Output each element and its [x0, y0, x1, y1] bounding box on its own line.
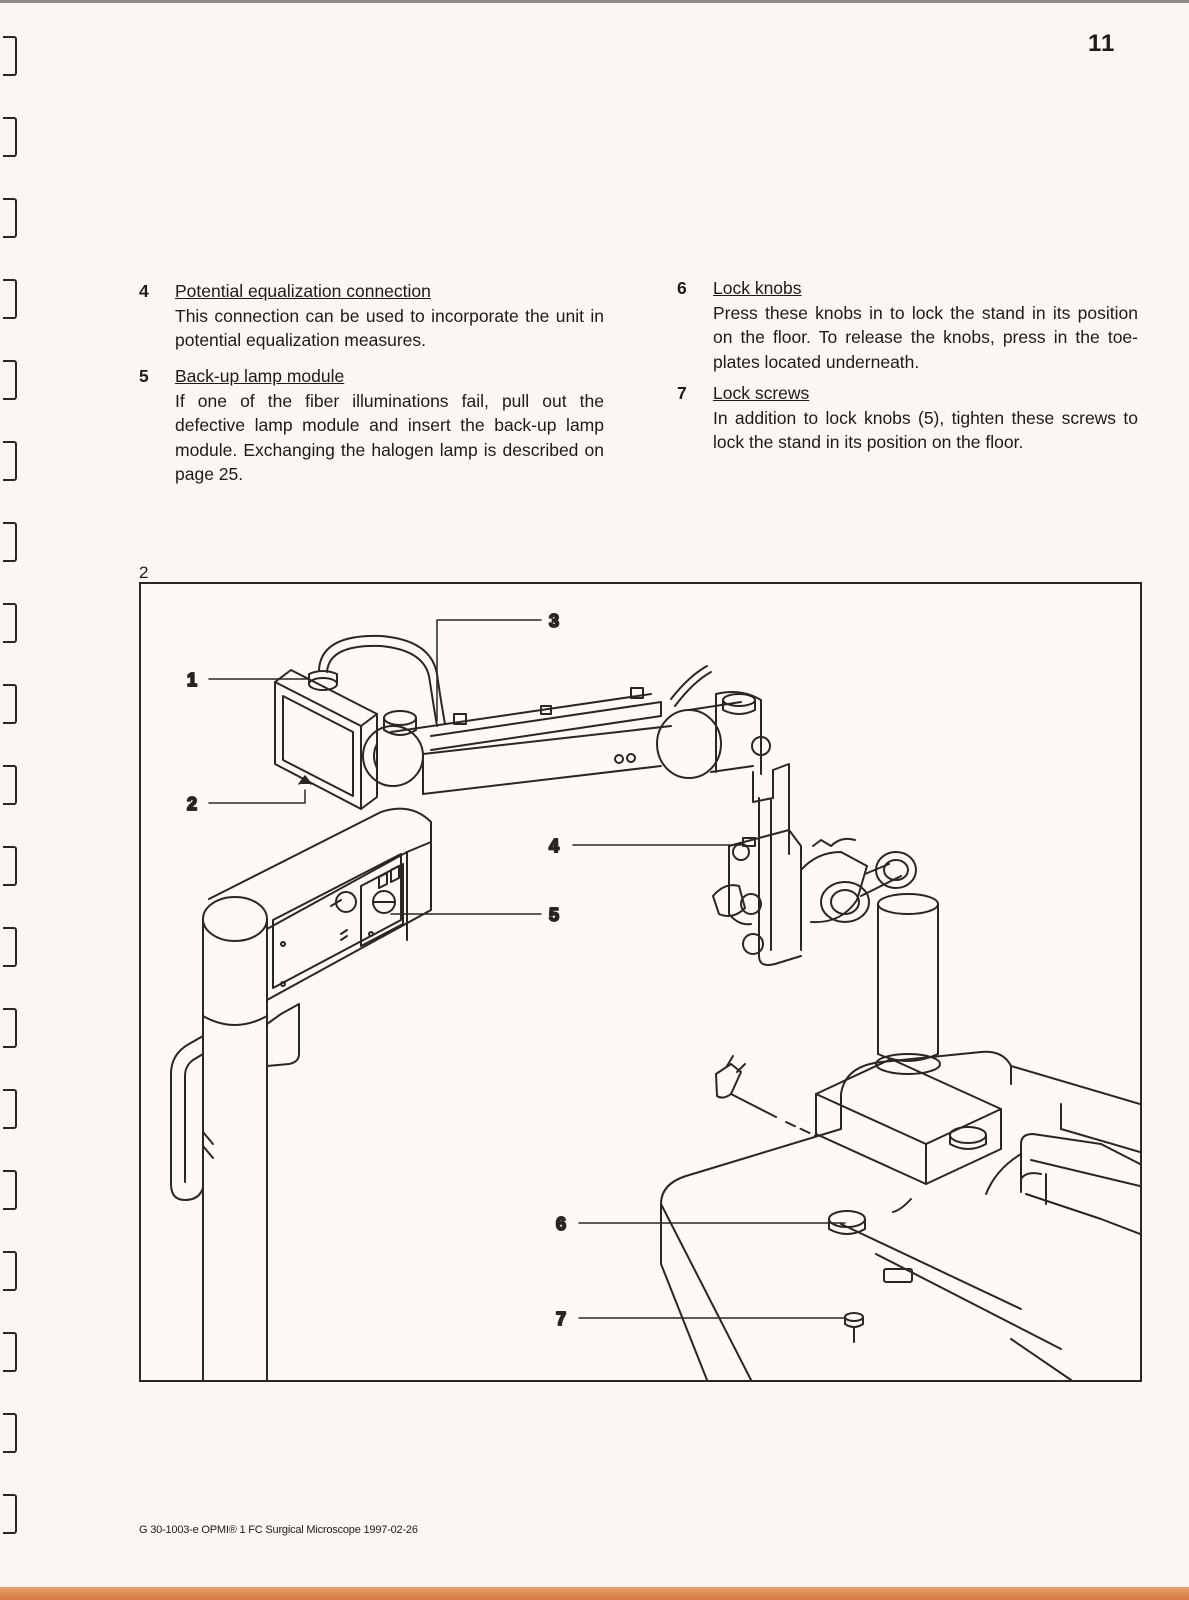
item-number: 7	[677, 383, 687, 403]
item-number: 6	[677, 278, 687, 298]
figure-number: 2	[139, 563, 149, 582]
item-body: Lock screws In addition to lock knobs (5…	[713, 381, 1138, 455]
callout-5: 5	[549, 905, 559, 925]
callout-1: 1	[187, 670, 197, 690]
binding-hole	[3, 1089, 17, 1129]
item-title: Back-up lamp module	[175, 366, 345, 386]
item-text: If one of the fiber illuminations fail, …	[175, 390, 604, 485]
page-bottom-edge	[0, 1587, 1189, 1600]
item-title: Lock knobs	[713, 278, 802, 298]
lamp-housing	[274, 669, 378, 810]
binding-hole	[3, 603, 17, 643]
binding-hole	[3, 441, 17, 481]
lock-knob	[828, 1126, 987, 1235]
item-body: Back-up lamp module If one of the fiber …	[175, 364, 604, 487]
microscope-body	[712, 797, 917, 966]
binding-hole	[3, 846, 17, 886]
item-number: 4	[139, 281, 149, 301]
binding-hole	[3, 1332, 17, 1372]
floor-base	[660, 1050, 1140, 1380]
document-footer: G 30-1003-e OPMI® 1 FC Surgical Microsco…	[139, 1524, 418, 1536]
binding-hole	[3, 360, 17, 400]
item-text: Press these knobs in to lock the stand i…	[713, 302, 1138, 372]
item-body: Lock knobs Press these knobs in to lock …	[713, 276, 1138, 374]
light-guide-cable	[318, 634, 446, 727]
callout-2: 2	[187, 794, 197, 814]
column-tube	[877, 893, 939, 1062]
binding-hole	[3, 279, 17, 319]
callout-leaders	[208, 619, 846, 1319]
carrier-arm	[202, 807, 432, 1017]
microscope-joint	[656, 691, 790, 855]
column-socket	[815, 1053, 1002, 1185]
callout-4: 4	[549, 836, 559, 856]
stand-column	[170, 1003, 300, 1380]
binding-hole	[3, 198, 17, 238]
foot-pad	[883, 1268, 913, 1283]
binding-hole	[3, 36, 17, 76]
binding-hole	[3, 1251, 17, 1291]
item-title: Potential equalization connection	[175, 281, 431, 301]
lock-screw	[844, 1312, 864, 1343]
microscope-drawing: 1 2 3 4 5 6 7	[170, 610, 1140, 1380]
item-text: This connection can be used to incorpora…	[175, 305, 604, 351]
item-number: 5	[139, 366, 149, 386]
item-title: Lock screws	[713, 383, 810, 403]
callout-6: 6	[556, 1214, 566, 1234]
callout-7: 7	[556, 1309, 566, 1329]
binding-hole	[3, 1008, 17, 1048]
binding-hole	[3, 117, 17, 157]
articulated-arm	[362, 665, 712, 795]
binding-hole	[3, 1494, 17, 1534]
page-number: 11	[1088, 30, 1116, 57]
microscope-illustration: 1 2 3 4 5 6 7	[139, 582, 1142, 1382]
binding-hole	[3, 522, 17, 562]
binding-hole	[3, 684, 17, 724]
binding-hole	[3, 1413, 17, 1453]
page-top-edge	[0, 0, 1189, 3]
item-text: In addition to lock knobs (5), tighten t…	[713, 407, 1138, 453]
power-plug	[715, 1055, 817, 1137]
callout-3: 3	[549, 611, 559, 631]
binding-hole	[3, 1170, 17, 1210]
binding-hole	[3, 765, 17, 805]
item-body: Potential equalization connection This c…	[175, 279, 604, 353]
binding-hole	[3, 927, 17, 967]
